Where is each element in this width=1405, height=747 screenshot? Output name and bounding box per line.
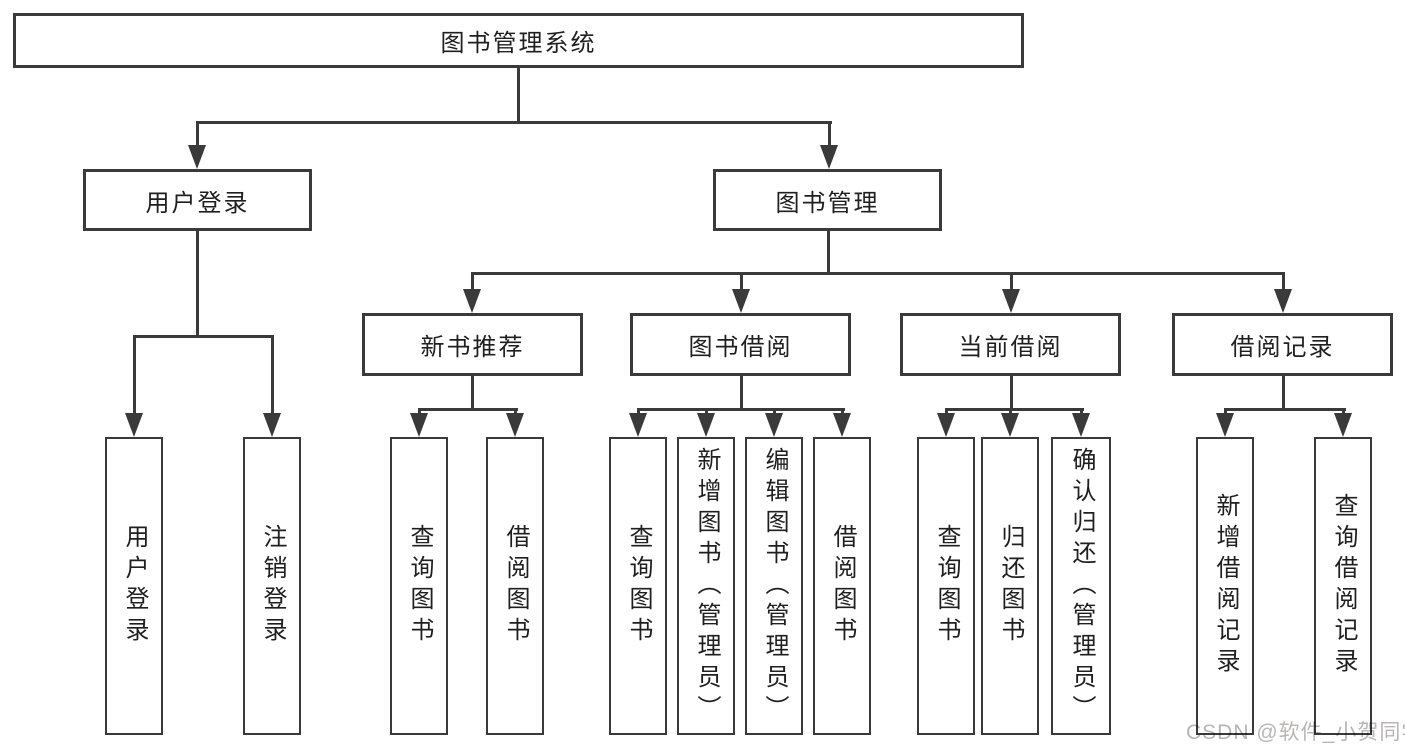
connector-bookborrow-shaft-4 xyxy=(841,408,844,417)
node-book-borrowing: 图书借阅 xyxy=(630,313,851,376)
connector-borrowrecord-shaft-1 xyxy=(1224,408,1227,417)
connector-root-shaft-left xyxy=(196,121,199,149)
connector-userlogin-stem xyxy=(196,231,199,335)
connector-newbook-bar xyxy=(418,408,518,411)
arrowhead-down xyxy=(1001,413,1019,437)
leaf-return-books: 归还图书 xyxy=(981,437,1039,735)
arrowhead-down xyxy=(697,413,715,437)
connector-currentborrow-shaft-3 xyxy=(1080,408,1083,417)
connector-bookmgmt-shaft-3 xyxy=(1010,272,1013,293)
leaf-query-books-borrowing: 查询图书 xyxy=(609,437,667,735)
connector-newbook-shaft-2 xyxy=(514,408,517,417)
connector-root-bar xyxy=(196,121,832,124)
watermark: CSDN @软件_小贺同学 xyxy=(1186,721,1405,744)
leaf-borrow-books-newbook: 借阅图书 xyxy=(486,437,544,735)
connector-currentborrow-bar xyxy=(945,408,1084,411)
arrowhead-down xyxy=(833,413,851,437)
arrowhead-down xyxy=(1002,289,1020,313)
leaf-query-books-current: 查询图书 xyxy=(917,437,975,735)
connector-borrowrecord-stem xyxy=(1282,376,1285,408)
arrowhead-down xyxy=(1334,413,1352,437)
arrowhead-down xyxy=(732,289,750,313)
arrowhead-down xyxy=(765,413,783,437)
connector-bookborrow-shaft-2 xyxy=(705,408,708,417)
leaf-query-borrow-record: 查询借阅记录 xyxy=(1314,437,1372,735)
leaf-add-borrow-record: 新增借阅记录 xyxy=(1196,437,1254,735)
arrowhead-down xyxy=(188,145,206,169)
connector-currentborrow-shaft-2 xyxy=(1009,408,1012,417)
leaf-edit-books-admin: 编辑图书（管理员） xyxy=(745,437,803,735)
arrowhead-down xyxy=(125,413,143,437)
arrowhead-down xyxy=(263,413,281,437)
arrowhead-down xyxy=(463,289,481,313)
connector-borrowrecord-bar xyxy=(1224,408,1346,411)
connector-userlogin-bar xyxy=(133,335,274,338)
arrowhead-down xyxy=(820,145,838,169)
node-current-borrowing: 当前借阅 xyxy=(900,313,1121,376)
connector-bookborrow-shaft-1 xyxy=(637,408,640,417)
connector-bookborrow-stem xyxy=(740,376,743,408)
connector-bookborrow-bar xyxy=(637,408,845,411)
arrowhead-down xyxy=(410,413,428,437)
connector-bookmgmt-shaft-2 xyxy=(740,272,743,293)
arrowhead-down xyxy=(937,413,955,437)
leaf-borrow-books: 借阅图书 xyxy=(813,437,871,735)
leaf-user-login: 用户登录 xyxy=(105,437,163,735)
connector-currentborrow-stem xyxy=(1010,376,1013,408)
arrowhead-down xyxy=(1072,413,1090,437)
leaf-logout-login: 注销登录 xyxy=(243,437,301,735)
connector-userlogin-shaft-2 xyxy=(271,335,274,417)
connector-root-shaft-right xyxy=(828,121,831,149)
node-new-book-recommendation: 新书推荐 xyxy=(362,313,583,376)
arrowhead-down xyxy=(1274,289,1292,313)
connector-bookmgmt-shaft-4 xyxy=(1282,272,1285,293)
connector-bookmgmt-shaft-1 xyxy=(471,272,474,293)
leaf-add-books-admin: 新增图书（管理员） xyxy=(677,437,735,735)
connector-bookborrow-shaft-3 xyxy=(773,408,776,417)
connector-bookmgmt-stem xyxy=(827,231,830,272)
node-user-login: 用户登录 xyxy=(83,169,312,231)
connector-bookmgmt-bar xyxy=(471,272,1285,275)
node-library-management-system: 图书管理系统 xyxy=(13,13,1024,68)
arrowhead-down xyxy=(629,413,647,437)
arrowhead-down xyxy=(506,413,524,437)
connector-newbook-shaft-1 xyxy=(418,408,421,417)
node-book-management: 图书管理 xyxy=(713,169,942,231)
connector-userlogin-shaft-1 xyxy=(133,335,136,417)
arrowhead-down xyxy=(1216,413,1234,437)
connector-borrowrecord-shaft-2 xyxy=(1342,408,1345,417)
leaf-confirm-return-admin: 确认归还（管理员） xyxy=(1051,437,1111,735)
connector-root-stem xyxy=(517,68,520,121)
connector-currentborrow-shaft-1 xyxy=(945,408,948,417)
connector-newbook-stem xyxy=(471,376,474,408)
node-borrowing-records: 借阅记录 xyxy=(1172,313,1393,376)
leaf-query-books-newbook: 查询图书 xyxy=(390,437,448,735)
